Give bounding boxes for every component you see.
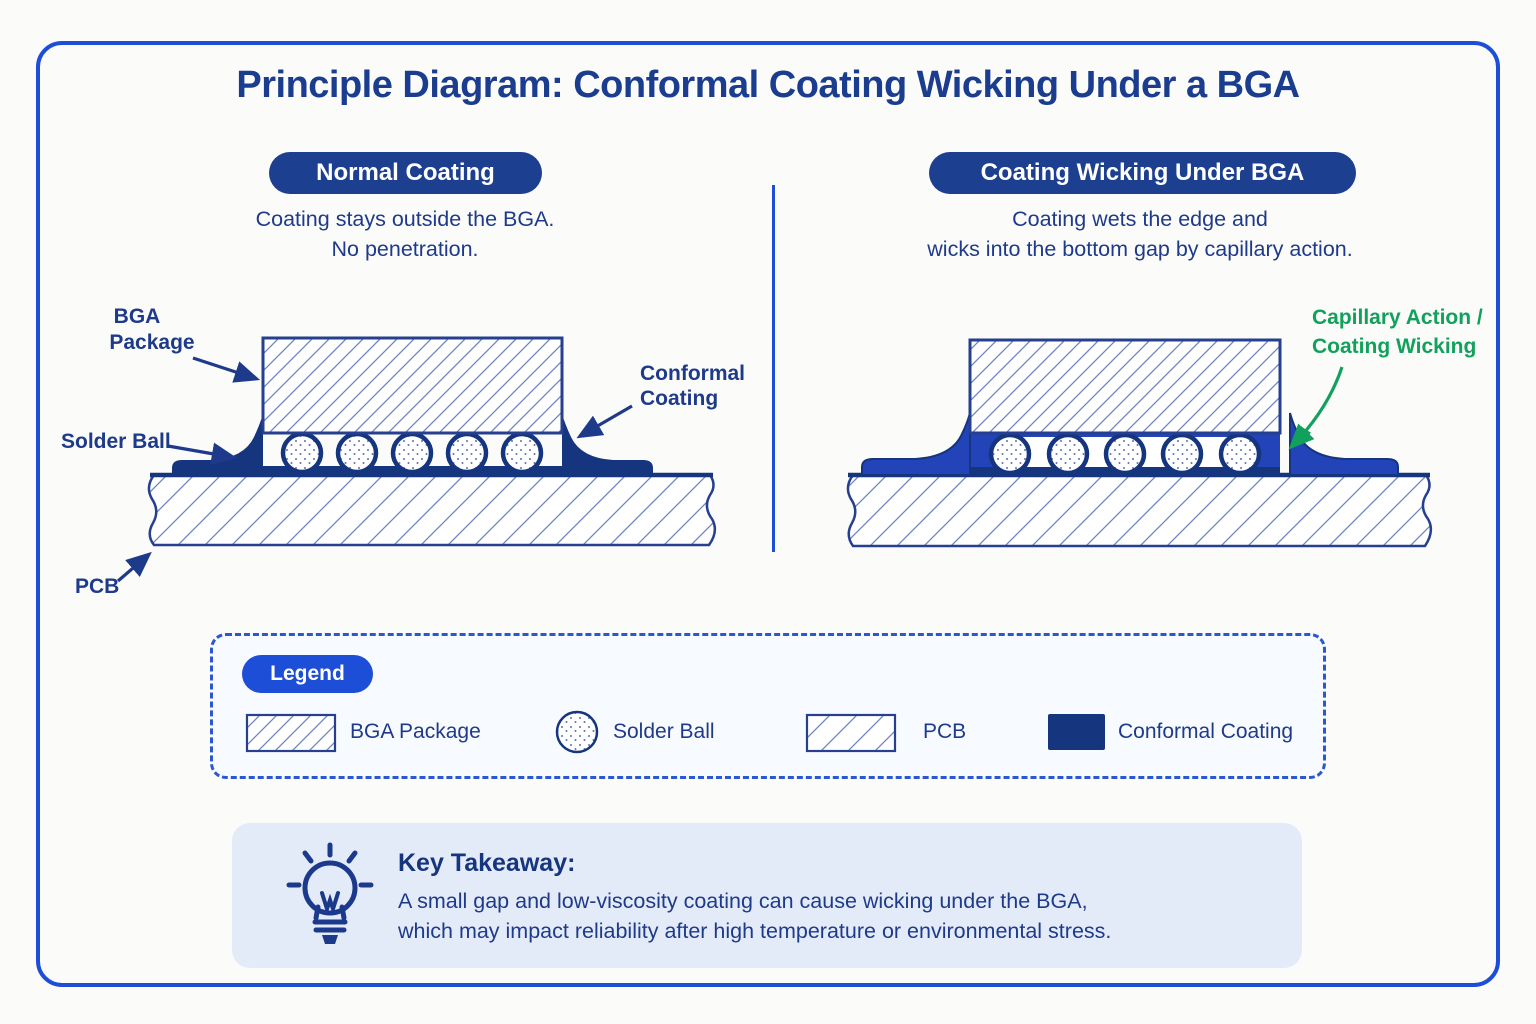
page-title: Principle Diagram: Conformal Coating Wic… xyxy=(236,64,1300,106)
legend-label-conformal-coating: Conformal Coating xyxy=(1118,720,1294,743)
bga-package-label-line1: BGA xyxy=(114,305,161,328)
solder-ball xyxy=(335,431,379,475)
legend-title-badge: Legend xyxy=(242,655,373,693)
legend-swatch-bga-package xyxy=(245,713,337,753)
coating-fillet-right xyxy=(1289,412,1399,476)
pcb-shape xyxy=(147,473,717,547)
capillary-action-arrow-icon xyxy=(1288,366,1344,450)
solder-ball xyxy=(1103,432,1147,476)
legend-label-bga-package: BGA Package xyxy=(350,720,481,743)
legend: Legend BGA Package Solder Ball PCB Confo… xyxy=(210,633,1326,779)
left-desc-line1: Coating stays outside the BGA. xyxy=(255,207,555,231)
badge-coating-wicking: Coating Wicking Under BGA xyxy=(929,152,1356,194)
bga-package-label-line2: Package xyxy=(109,331,194,354)
lightbulb-icon xyxy=(286,842,374,944)
solder-ball xyxy=(988,432,1032,476)
legend-label-pcb: PCB xyxy=(923,720,967,743)
solder-balls xyxy=(988,432,1262,476)
left-panel-description: Coating stays outside the BGA. No penetr… xyxy=(145,204,665,264)
panel-divider xyxy=(772,185,775,552)
capillary-action-label-line1: Capillary Action / xyxy=(1312,306,1483,329)
bga-package-arrow-icon xyxy=(192,356,261,383)
solder-ball xyxy=(1046,432,1090,476)
key-takeaway-title: Key Takeaway: xyxy=(398,849,576,877)
coating-fillet-right xyxy=(562,414,653,475)
solder-ball xyxy=(280,431,324,475)
conformal-coating-label-line1: Conformal xyxy=(640,362,745,385)
bga-package-shape xyxy=(261,336,564,435)
badge-normal-coating: Normal Coating xyxy=(269,152,542,194)
legend-swatch-solder-ball xyxy=(555,710,599,754)
capillary-action-arrow-chevron-icon xyxy=(1298,425,1311,436)
key-takeaway-line2: which may impact reliability after high … xyxy=(398,919,1112,943)
right-desc-line2: wicks into the bottom gap by capillary a… xyxy=(927,237,1353,261)
solder-balls xyxy=(280,431,544,475)
outer-frame xyxy=(36,41,1500,987)
solder-ball-label: Solder Ball xyxy=(61,430,171,453)
legend-swatch-pcb xyxy=(805,713,897,753)
solder-ball xyxy=(445,431,489,475)
conformal-coating-label-line2: Coating xyxy=(640,387,718,410)
solder-ball xyxy=(1218,432,1262,476)
coating-wicking-diagram: Capillary Action / Coating Wicking xyxy=(846,306,1483,548)
normal-coating-diagram: BGA Package Solder Ball Conformal Coatin… xyxy=(61,305,745,598)
right-desc-line1: Coating wets the edge and xyxy=(1012,207,1268,231)
right-panel-description: Coating wets the edge and wicks into the… xyxy=(860,204,1420,264)
solder-ball xyxy=(500,431,544,475)
pcb-arrow-icon xyxy=(116,551,152,583)
legend-swatch-conformal-coating xyxy=(1048,714,1105,750)
key-takeaway-body: A small gap and low-viscosity coating ca… xyxy=(398,886,1111,946)
capillary-action-label-line2: Coating Wicking xyxy=(1312,335,1476,358)
legend-label-solder-ball: Solder Ball xyxy=(613,720,715,743)
coating-fillet-left xyxy=(172,414,263,475)
pcb-shape xyxy=(846,473,1433,548)
conformal-coating-arrow-icon xyxy=(576,404,633,439)
solder-ball-arrow-icon xyxy=(167,442,238,465)
pcb-label: PCB xyxy=(75,575,119,598)
key-takeaway-line1: A small gap and low-viscosity coating ca… xyxy=(398,889,1088,913)
key-takeaway-box: Key Takeaway: A small gap and low-viscos… xyxy=(232,823,1302,968)
solder-ball xyxy=(1160,432,1204,476)
bga-package-shape xyxy=(968,338,1282,435)
coating-fillet-left xyxy=(861,412,971,476)
solder-ball xyxy=(390,431,434,475)
left-desc-line2: No penetration. xyxy=(331,237,479,261)
